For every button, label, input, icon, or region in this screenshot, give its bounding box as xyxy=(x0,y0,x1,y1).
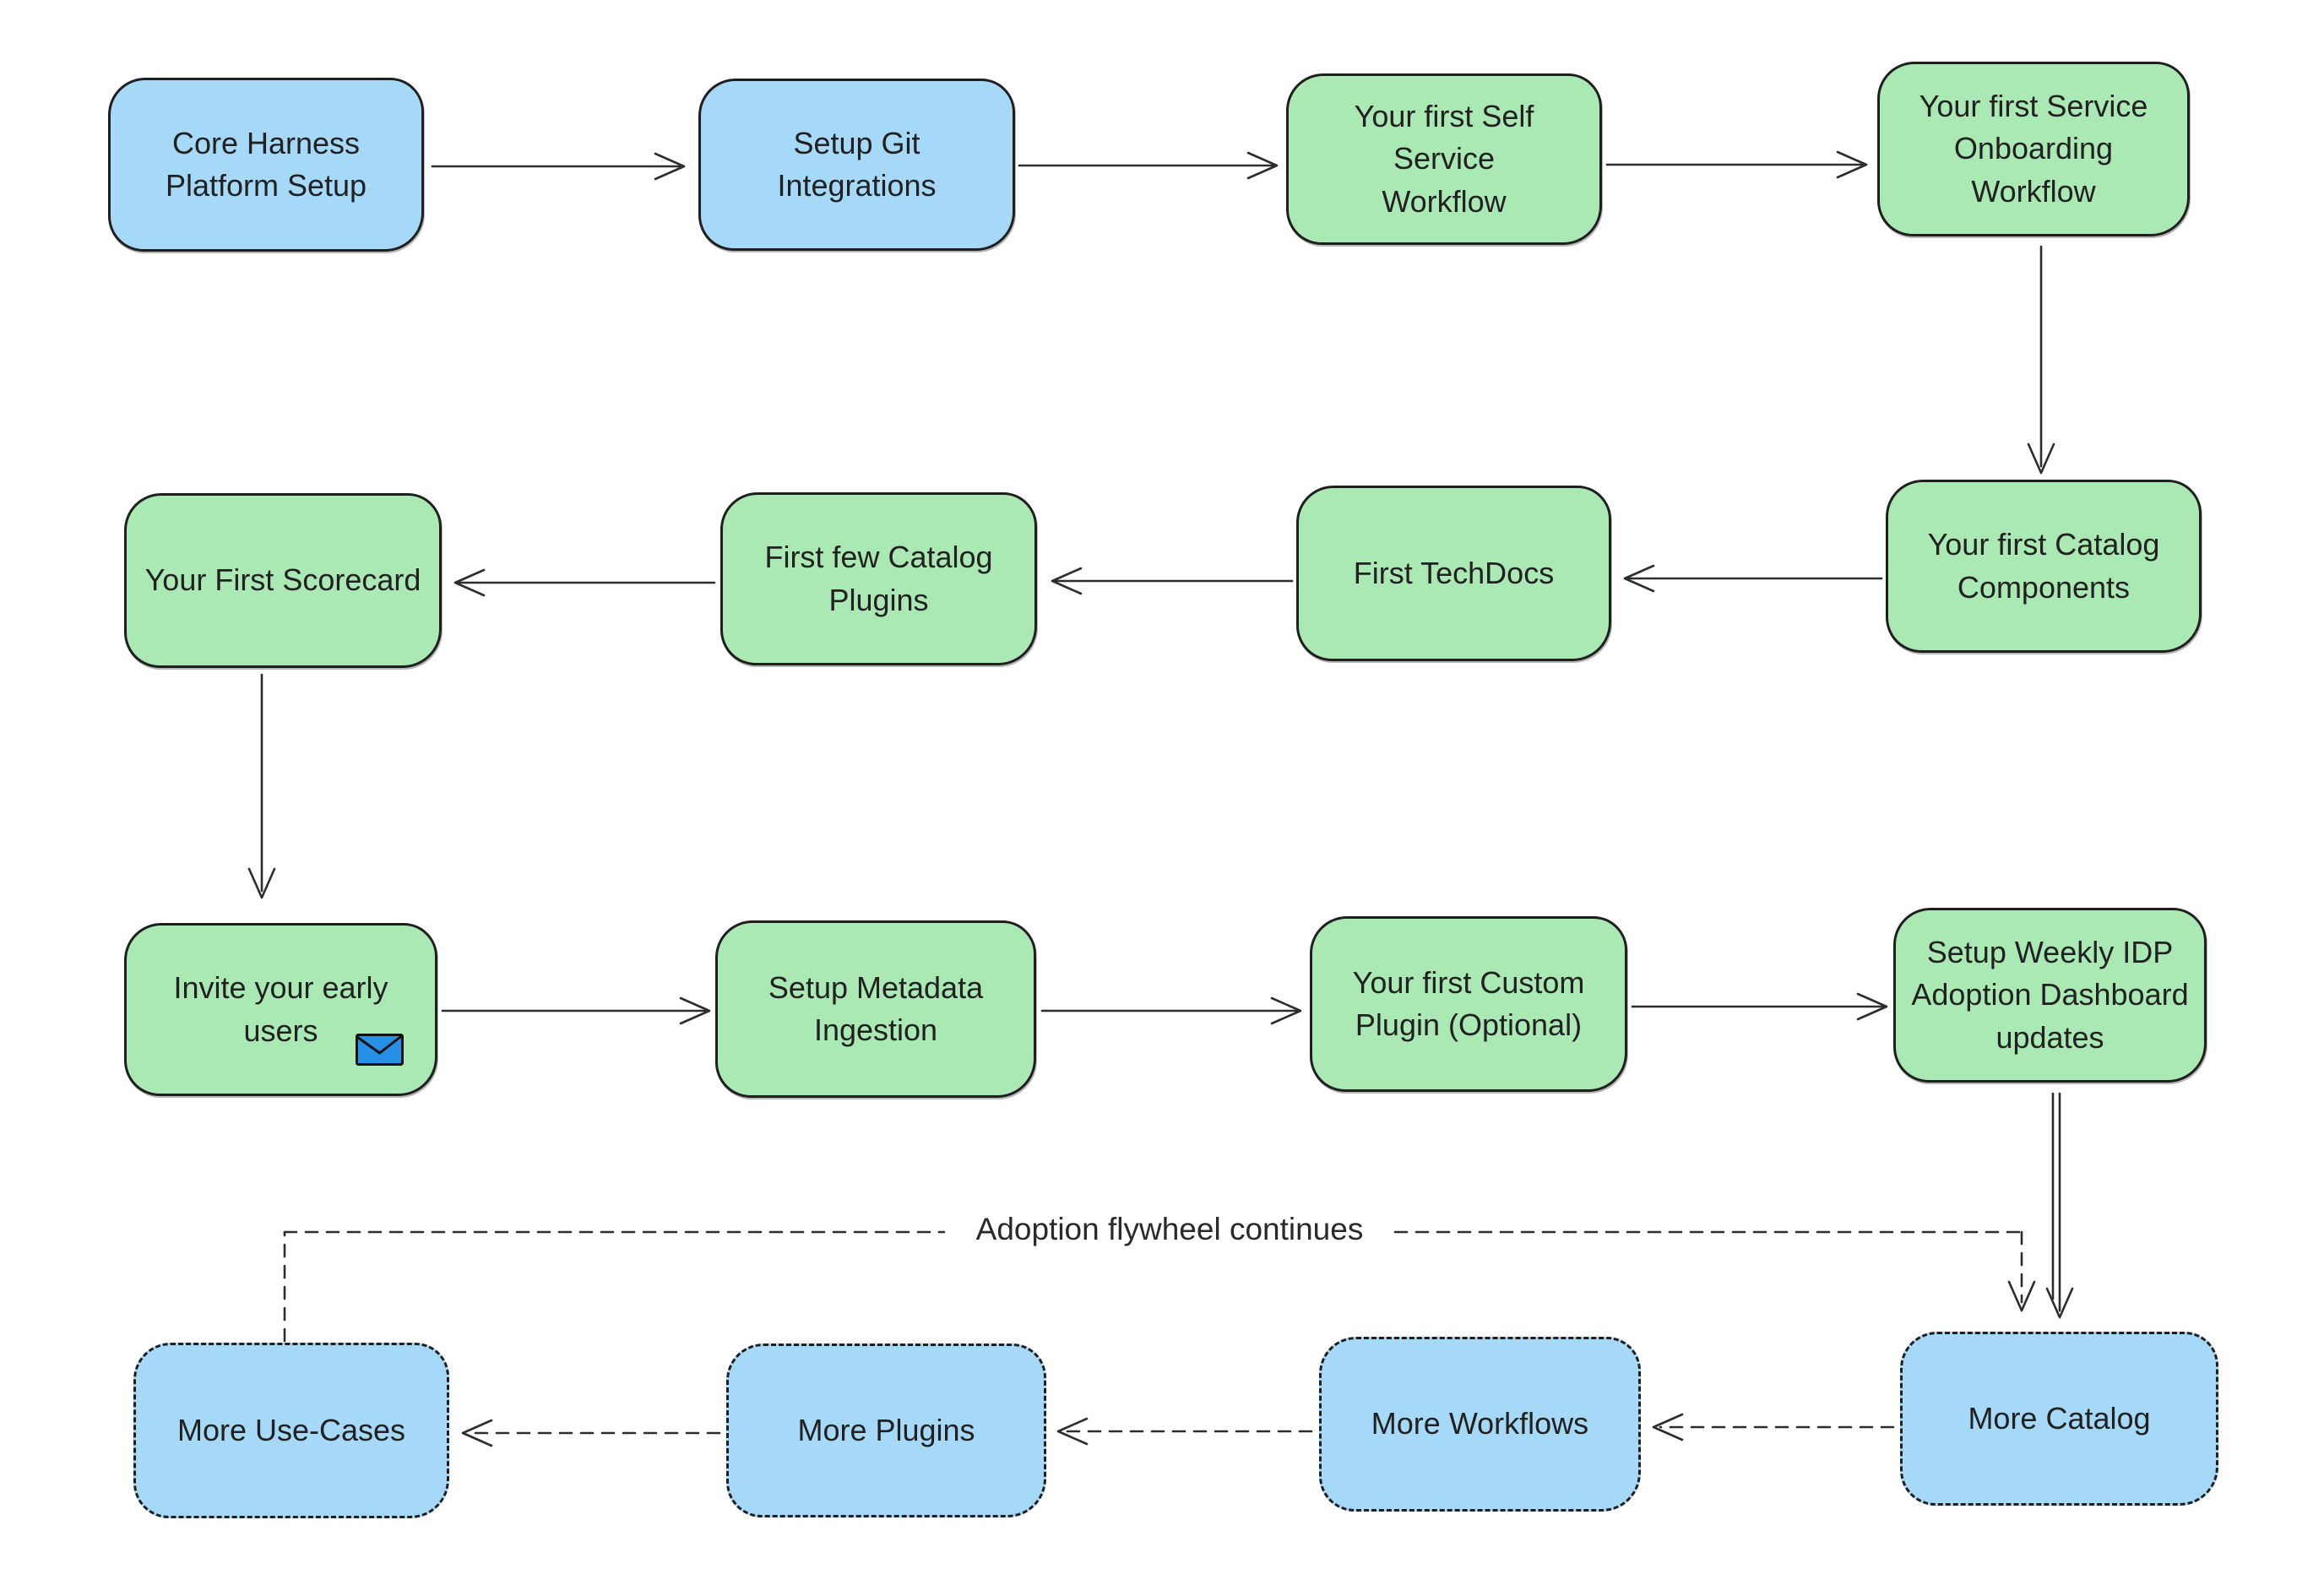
node-first-scorecard: Your First Scorecard xyxy=(124,493,442,668)
node-label: Core Harness Platform Setup xyxy=(165,125,367,203)
node-more-catalog: More Catalog xyxy=(1900,1332,2218,1506)
node-more-use-cases: More Use-Cases xyxy=(133,1343,449,1518)
node-more-plugins: More Plugins xyxy=(726,1344,1046,1517)
node-first-custom-plugin: Your first Custom Plugin (Optional) xyxy=(1310,916,1627,1092)
node-label: More Workflows xyxy=(1371,1406,1589,1441)
arrow-techdocs-to-catalog-plugins xyxy=(1051,567,1294,595)
node-first-few-catalog-plugins: First few Catalog Plugins xyxy=(720,492,1037,665)
node-first-catalog-components: Your first Catalog Components xyxy=(1886,480,2202,653)
node-first-self-service-workflow: Your first Self Service Workflow xyxy=(1286,73,1602,245)
node-label: Setup Git Integrations xyxy=(777,125,937,203)
arrow-custom-plugin-to-dashboard xyxy=(1631,992,1888,1021)
node-label: Your First Scorecard xyxy=(144,562,421,598)
node-label: Your first Custom Plugin (Optional) xyxy=(1352,964,1585,1042)
arrowhead-into-more-plugins xyxy=(1056,1417,1089,1446)
node-label: First few Catalog Plugins xyxy=(764,540,993,617)
node-first-service-onboarding-workflow: Your first Service Onboarding Workflow xyxy=(1877,62,2190,236)
arrow-catalog-components-to-techdocs xyxy=(1623,564,1883,593)
node-label: Your first Service Onboarding Workflow xyxy=(1919,88,2148,209)
envelope-icon xyxy=(356,1034,404,1066)
node-label: Your first Self Service Workflow xyxy=(1354,98,1534,219)
node-core-harness-platform-setup: Core Harness Platform Setup xyxy=(108,78,424,252)
arrow-onboarding-to-catalog-components xyxy=(2027,245,2055,475)
node-setup-git-integrations: Setup Git Integrations xyxy=(698,79,1015,251)
node-more-workflows: More Workflows xyxy=(1319,1337,1641,1512)
node-label: First TechDocs xyxy=(1353,555,1555,590)
node-invite-early-users: Invite your early users xyxy=(124,923,437,1096)
node-setup-metadata-ingestion: Setup Metadata Ingestion xyxy=(715,920,1036,1098)
arrowhead-into-more-workflows xyxy=(1652,1413,1684,1441)
arrow-git-to-self-service xyxy=(1018,151,1279,180)
arrow-catalog-plugins-to-scorecard xyxy=(453,568,716,597)
arrow-scorecard-to-invite-users xyxy=(247,673,276,899)
node-label: More Catalog xyxy=(1968,1400,2151,1436)
node-label: Setup Metadata Ingestion xyxy=(768,969,984,1047)
arrow-core-setup-to-git xyxy=(431,152,686,181)
node-weekly-idp-adoption-dashboard: Setup Weekly IDP Adoption Dashboard upda… xyxy=(1893,908,2207,1083)
arrow-metadata-to-custom-plugin xyxy=(1040,996,1302,1025)
arrowhead-into-more-use-cases xyxy=(461,1419,493,1447)
arrow-self-service-to-onboarding xyxy=(1605,150,1868,179)
node-label: More Plugins xyxy=(797,1412,975,1447)
arrow-dashboard-to-more-catalog xyxy=(2045,1092,2074,1319)
flywheel-label: Adoption flywheel continues xyxy=(975,1212,1364,1246)
node-label: More Use-Cases xyxy=(176,1412,406,1447)
node-label: Setup Weekly IDP Adoption Dashboard upda… xyxy=(1911,934,2189,1055)
arrow-invite-users-to-metadata xyxy=(441,996,711,1025)
node-first-techdocs: First TechDocs xyxy=(1296,486,1611,661)
node-label: Your first Catalog Components xyxy=(1927,527,2160,605)
node-label: Invite your early users xyxy=(173,970,388,1048)
flywheel-arrowhead-into-more-catalog xyxy=(2007,1280,2036,1312)
